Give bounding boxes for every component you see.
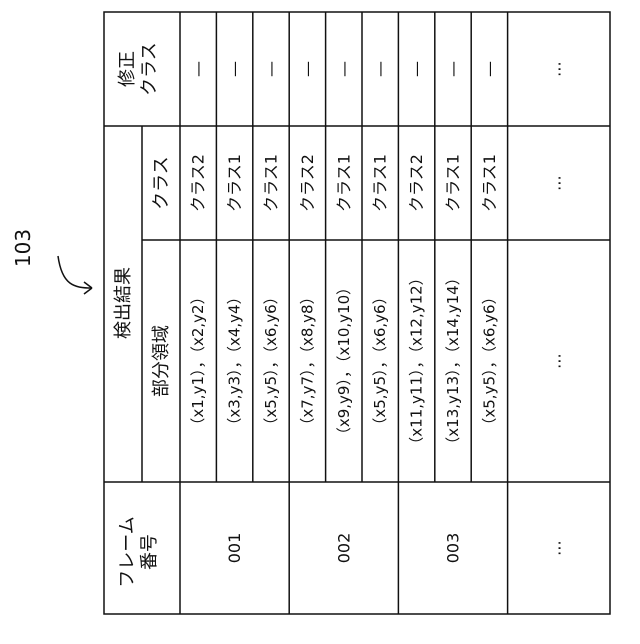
table-grid <box>104 12 610 614</box>
partial-region-header: 部分領域 <box>151 325 172 397</box>
frame-number-header-line1: フレーム <box>117 516 138 587</box>
class-cell: クラス1 <box>262 154 281 212</box>
partial-region-cell: （x1,y1），（x2,y2） <box>189 289 207 432</box>
class-cell: クラス2 <box>298 154 317 212</box>
class-cell: クラス2 <box>189 154 208 212</box>
class-cell: クラス1 <box>444 154 463 212</box>
partial-region-cell: （x7,y7），（x8,y8） <box>298 289 316 432</box>
reference-numeral: 103 <box>11 229 35 267</box>
ellipsis-cell: ⋯ <box>549 353 568 369</box>
class-header: クラス <box>151 156 172 210</box>
partial-region-cell: （x5,y5），（x6,y6） <box>262 289 280 432</box>
partial-region-cell: （x3,y3），（x4,y4） <box>226 289 244 432</box>
corrected-class-cell: — <box>407 61 426 77</box>
table-body: （x1,y1），（x2,y2） クラス2 — 001 （x3,y3），（x4,y4） クラ… <box>189 61 569 563</box>
ellipsis-cell: ⋯ <box>549 175 568 191</box>
corrected-class-header-line2: クラス <box>139 42 160 96</box>
corrected-class-cell: — <box>189 61 208 77</box>
row-lines <box>216 12 507 614</box>
class-cell: クラス1 <box>334 154 353 212</box>
corrected-class-header-line1: 修正 <box>117 51 138 87</box>
frame-number-cell: 001 <box>225 533 244 564</box>
corrected-class-cell: — <box>262 61 281 77</box>
corrected-class-cell: — <box>371 61 390 77</box>
frame-number-cell: 003 <box>444 533 463 564</box>
partial-region-cell: （x11,y11），（x12,y12） <box>408 270 426 451</box>
ellipsis-cell: ⋯ <box>549 61 568 77</box>
class-cell: クラス1 <box>480 154 499 212</box>
corrected-class-cell: — <box>334 61 353 77</box>
corrected-class-cell: — <box>444 61 463 77</box>
corrected-class-cell: — <box>298 61 317 77</box>
ellipsis-cell: ⋯ <box>549 540 568 556</box>
partial-region-cell: （x5,y5），（x6,y6） <box>371 289 389 432</box>
reference-leader-line <box>58 256 92 288</box>
detection-result-header: 検出結果 <box>113 267 134 339</box>
frame-number-cell: 002 <box>334 533 353 564</box>
class-cell: クラス1 <box>371 154 390 212</box>
class-cell: クラス2 <box>407 154 426 212</box>
partial-region-cell: （x5,y5），（x6,y6） <box>480 289 498 432</box>
corrected-class-cell: — <box>480 61 499 77</box>
frame-number-header-line2: 番号 <box>139 534 160 570</box>
partial-region-cell: （x13,y13），（x14,y14） <box>444 270 462 451</box>
corrected-class-cell: — <box>225 61 244 77</box>
partial-region-cell: （x9,y9），（x10,y10） <box>335 280 353 442</box>
class-cell: クラス1 <box>225 154 244 212</box>
